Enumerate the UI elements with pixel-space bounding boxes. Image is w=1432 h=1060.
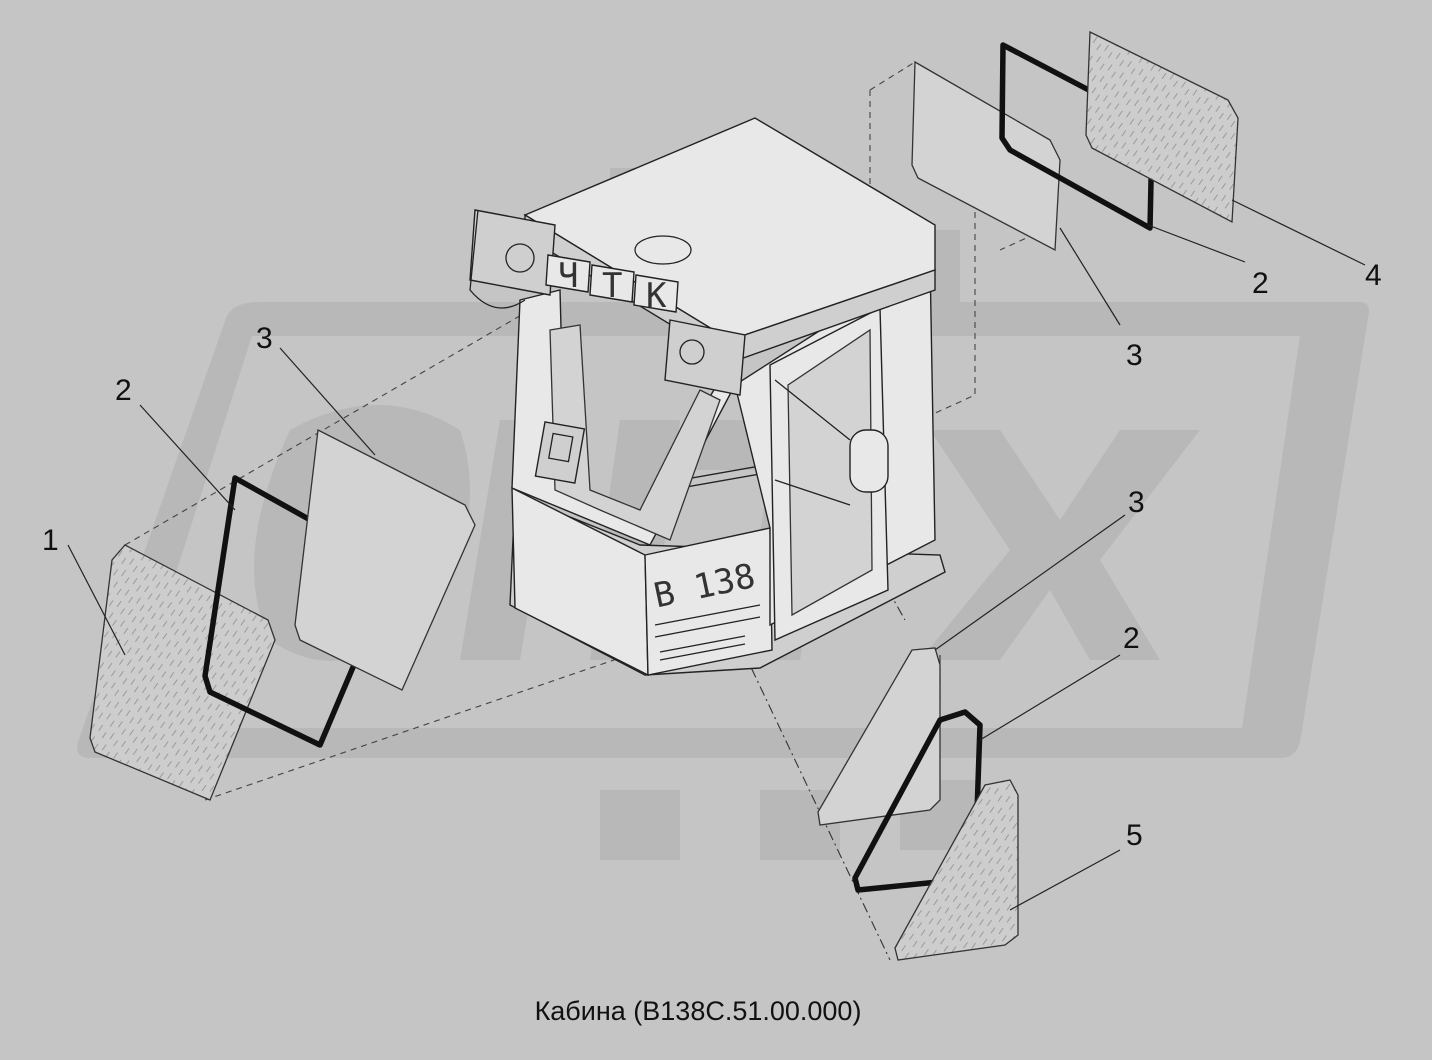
top-tinted-glass xyxy=(1085,30,1239,224)
callout-5-right: 5 xyxy=(1126,819,1143,852)
cab-front-window xyxy=(549,324,721,541)
roof-letter-3: К xyxy=(646,276,667,316)
cab-door-window xyxy=(787,328,873,617)
cab-side-lower-panel xyxy=(644,527,773,676)
callout-2-right: 2 xyxy=(1123,622,1140,655)
callout-4-top: 4 xyxy=(1365,259,1382,292)
callout-3-right: 3 xyxy=(1128,486,1145,519)
left-glass-group xyxy=(89,428,476,801)
bottom-right-glass-group xyxy=(817,647,1019,961)
callout-2-left: 2 xyxy=(115,374,132,407)
callout-1-left: 1 xyxy=(42,524,59,557)
roof-letter-2: Т xyxy=(602,266,622,306)
cab-headlight-left xyxy=(469,209,556,296)
diagram-caption: Кабина (В138С.51.00.000) xyxy=(535,996,862,1026)
cab-roof-letter-boxes: Ч Т К xyxy=(545,254,679,316)
callout-labels: 1 2 3 2 3 4 3 2 5 xyxy=(42,259,1382,852)
top-right-glass-group xyxy=(911,30,1239,252)
left-tinted-glass xyxy=(89,544,276,801)
cab-headlight-right xyxy=(664,319,746,396)
callout-3-top: 3 xyxy=(1126,339,1143,372)
cab-side-mirror xyxy=(849,429,889,493)
cab-assembly: Ч Т К В 138 xyxy=(469,117,946,677)
leader-lines xyxy=(67,199,1366,911)
left-clear-glass xyxy=(294,428,476,691)
top-clear-glass xyxy=(911,60,1061,252)
bottom-tinted-glass xyxy=(894,779,1019,961)
cab-dash-display xyxy=(534,421,586,484)
cab-roof-vent xyxy=(634,235,692,265)
callout-3-left: 3 xyxy=(256,322,273,355)
roof-letter-1: Ч xyxy=(558,256,578,296)
cab-left-mirror-arm xyxy=(469,209,526,309)
cab-lamp-left xyxy=(505,243,535,273)
callout-2-top: 2 xyxy=(1252,267,1269,300)
cab-lamp-right xyxy=(679,339,705,365)
